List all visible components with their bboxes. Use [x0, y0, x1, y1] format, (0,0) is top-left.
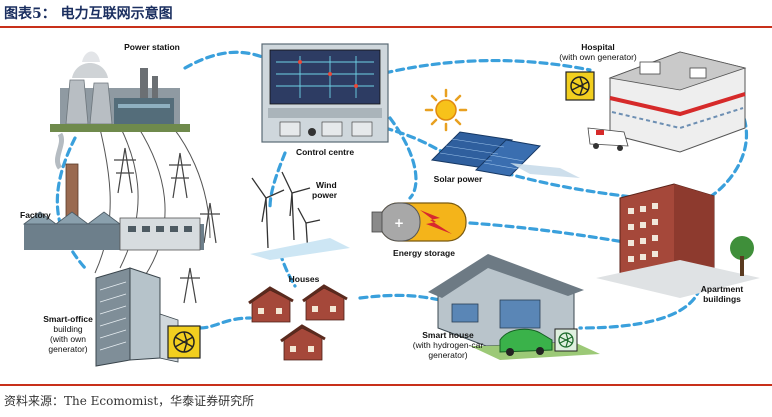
- power-station-icon: [50, 51, 190, 132]
- source-note: 资料来源：The Ecomomist，华泰证券研究所: [4, 394, 255, 408]
- generator-icon: [554, 328, 578, 352]
- house-icon: [248, 284, 348, 361]
- link-office-houses: [198, 316, 252, 330]
- apartment-icon: [596, 183, 760, 298]
- solar-panel-icon: [430, 131, 580, 178]
- hospital-icon: [608, 51, 747, 153]
- label-smart-house-2: (with hydrogen-car: [413, 340, 484, 350]
- label-smart-house-3: generator): [428, 350, 467, 360]
- label-apartment-2: buildings: [703, 294, 741, 304]
- link-control-solar: [383, 126, 447, 155]
- car-icon: [499, 328, 553, 356]
- office-building-icon: [95, 267, 179, 367]
- label-smart-office-3: (with own: [50, 334, 86, 344]
- car-icon: [587, 127, 629, 151]
- label-smart-office-1: Smart-office: [43, 314, 93, 324]
- label-smart-office-2: building: [53, 324, 83, 334]
- link-apartment-smarthouse: [578, 286, 702, 330]
- link-control-wind: [268, 151, 287, 210]
- label-wind-power-2: power: [312, 190, 338, 200]
- label-smart-office-4: generator): [48, 344, 87, 354]
- link-control-battery: [388, 116, 418, 200]
- link-station-office: [55, 136, 87, 270]
- generator-icon: [565, 71, 595, 101]
- wind-ground: [250, 238, 350, 260]
- label-wind-power-1: Wind: [316, 180, 337, 190]
- link-station-control: [183, 50, 267, 70]
- label-power-station: Power station: [124, 42, 180, 52]
- wind-turbine-icon: [251, 171, 321, 255]
- label-hospital: Hospital: [581, 42, 615, 52]
- title-rule: [0, 26, 772, 28]
- label-solar-power: Solar power: [434, 174, 483, 184]
- label-energy-storage: Energy storage: [393, 248, 455, 258]
- pylon-icon: [114, 147, 220, 304]
- label-apartment-1: Apartment: [701, 284, 744, 294]
- label-houses: Houses: [289, 274, 320, 284]
- generator-icon: [167, 325, 201, 359]
- label-hospital-sub: (with own generator): [559, 52, 637, 62]
- power-internet-diagram: Power station Control centre Hospital (w…: [20, 42, 760, 367]
- link-houses-smarthouse: [358, 293, 442, 302]
- link-control-hospital: [383, 58, 592, 75]
- source-rule: [0, 384, 772, 386]
- label-factory: Factory: [20, 210, 51, 220]
- figure-title: 图表5： 电力互联网示意图: [4, 6, 173, 22]
- link-battery-apartment: [468, 221, 632, 245]
- battery-icon: +: [371, 202, 467, 242]
- sun-icon: [424, 88, 468, 132]
- label-smart-house-1: Smart house: [422, 330, 474, 340]
- label-control-centre: Control centre: [296, 147, 354, 157]
- control-centre-icon: [261, 43, 389, 143]
- factory-icon: [22, 132, 204, 251]
- svg-text:+: +: [394, 216, 404, 230]
